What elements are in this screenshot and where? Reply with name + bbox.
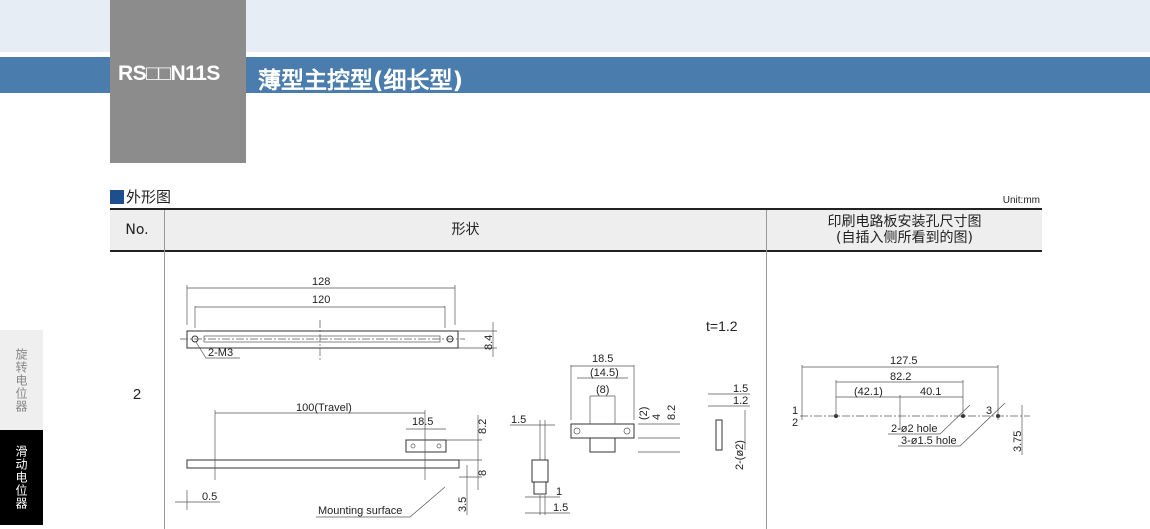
dim-pcb-127-5: 127.5 — [890, 355, 918, 367]
dim-edge-o2: 2-(ø2) — [734, 440, 746, 470]
side-view: 100(Travel) 18.5 8.2 8 3.5 0.5 Mounting … — [175, 402, 489, 518]
header-pcb: 印刷电路板安装孔尺寸图(自插入侧所看到的图) — [767, 210, 1042, 252]
dim-knob-8: (8) — [596, 384, 609, 396]
dim-knob-4: 4 — [651, 414, 663, 420]
label-2-m3: 2-M3 — [208, 347, 233, 359]
dim-pcb-2: 2 — [792, 417, 798, 429]
dim-end-1-5b: 1.5 — [553, 502, 568, 514]
dim-edge-1-2: 1.2 — [733, 395, 748, 407]
dim-end-1-5a: 1.5 — [511, 414, 526, 426]
header-shape: 形状 — [164, 210, 767, 252]
dim-pcb-3-75: 3.75 — [1012, 431, 1024, 452]
dim-side-8-2: 8.2 — [477, 419, 489, 434]
dim-side-3-5: 3.5 — [457, 497, 469, 512]
pcb-hole-layout: 127.5 82.2 (42.1) 40.1 1 2 3 2-ø2 hole 3… — [792, 355, 1030, 455]
dim-pcb-42-1: (42.1) — [854, 386, 883, 398]
dim-side-8: 8 — [477, 470, 489, 476]
dim-side-18-5: 18.5 — [412, 416, 433, 428]
dim-pcb-1: 1 — [792, 405, 798, 417]
hole-1-5-label: 3-ø1.5 hole — [901, 435, 957, 447]
end-view: 1.5 1 1.5 — [510, 414, 570, 515]
dim-knob-18-5: 18.5 — [592, 353, 613, 365]
dim-128: 128 — [312, 276, 330, 288]
model-box — [110, 0, 246, 163]
dim-travel: 100(Travel) — [296, 402, 352, 414]
edge-view: 1.5 1.2 2-(ø2) — [708, 383, 750, 470]
thickness-label: t=1.2 — [706, 318, 738, 334]
row-number: 2 — [132, 386, 142, 403]
mounting-surface-label: Mounting surface — [318, 505, 402, 517]
dim-120: 120 — [312, 294, 330, 306]
header-pcb-line2: (自插入侧所看到的图) — [836, 230, 973, 246]
dim-pcb-3: 3 — [986, 405, 992, 417]
model-code: RS□□N11S — [118, 62, 220, 85]
sidebar-item-slide[interactable]: 滑动电位器 — [0, 430, 43, 525]
dimension-table: No. 形状 印刷电路板安装孔尺寸图(自插入侧所看到的图) 2 — [110, 208, 1042, 529]
dim-end-1: 1 — [556, 486, 562, 498]
dim-pcb-40-1: 40.1 — [920, 386, 941, 398]
square-bullet-icon — [110, 189, 124, 204]
dim-8-4: 8.4 — [483, 335, 495, 350]
section-title: 外形图 — [110, 186, 171, 207]
dim-knob-2: (2) — [638, 407, 650, 420]
column-divider — [164, 210, 165, 529]
dim-side-0-5: 0.5 — [202, 491, 217, 503]
hole-2-label: 2-ø2 hole — [891, 423, 937, 435]
unit-label: Unit:mm — [1002, 195, 1040, 206]
top-view: 128 120 8.4 2-M3 t=1.2 — [180, 276, 738, 360]
header-pcb-line1: 印刷电路板安装孔尺寸图 — [827, 214, 982, 230]
dim-edge-1-5: 1.5 — [733, 383, 748, 395]
knob-detail: 18.5 (14.5) (8) (2) 4 8.2 — [570, 353, 680, 453]
header-no: No. — [110, 210, 164, 252]
sidebar-item-rotary[interactable]: 旋转电位器 — [0, 330, 43, 430]
section-title-text: 外形图 — [126, 188, 172, 206]
dim-knob-14-5: (14.5) — [590, 367, 619, 379]
dim-knob-8-2: 8.2 — [666, 405, 678, 420]
dim-pcb-82-2: 82.2 — [890, 371, 911, 383]
column-divider — [766, 210, 767, 529]
page-title: 薄型主控型(细长型) — [258, 68, 464, 94]
